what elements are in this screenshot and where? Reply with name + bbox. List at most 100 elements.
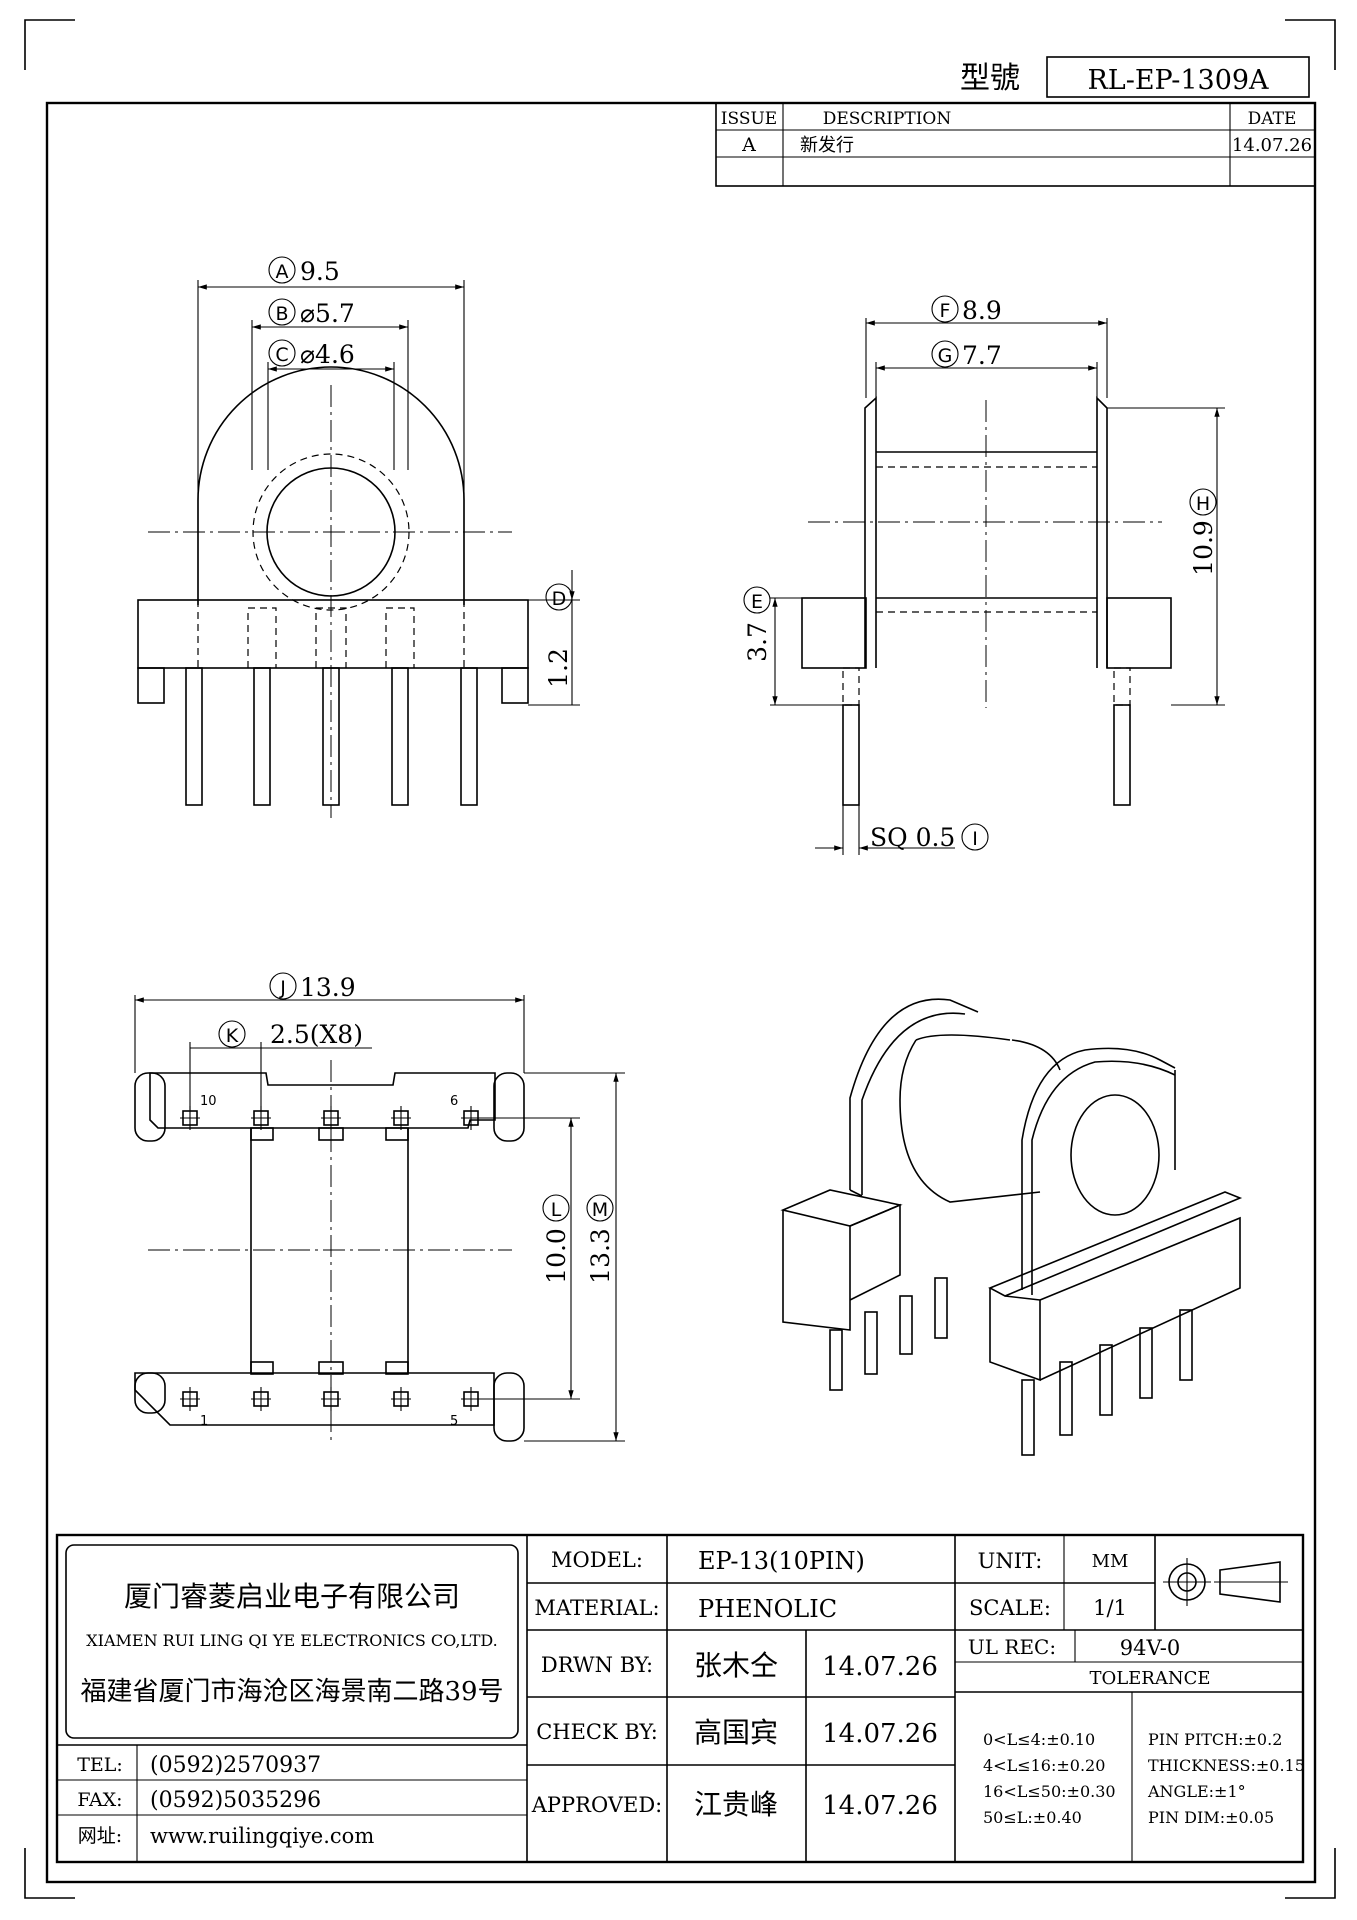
pin-label-6: 6 [450, 1094, 458, 1109]
iso-pins [829, 1277, 1193, 1456]
model-header: 型號 RL-EP-1309A [960, 56, 1310, 98]
svg-text:⌀5.7: ⌀5.7 [300, 299, 355, 328]
dim-e: E 3.7 [743, 586, 772, 662]
svg-text:3.7: 3.7 [743, 622, 772, 662]
dim-j: J 13.9 [269, 972, 356, 1002]
ul-label: UL REC: [968, 1635, 1056, 1659]
svg-text:7.7: 7.7 [962, 341, 1002, 370]
company-address: 福建省厦门市海沧区海景南二路39号 [80, 1677, 503, 1707]
rev-issue: A [741, 134, 756, 156]
sheet-frame [24, 19, 1336, 1899]
svg-text:G: G [938, 345, 953, 367]
pin-label-10: 10 [200, 1094, 217, 1109]
drawn-by-name: 张木仝 [694, 1649, 778, 1682]
svg-text:F: F [940, 300, 951, 322]
svg-text:H: H [1196, 493, 1210, 515]
rev-description-header: DESCRIPTION [823, 109, 952, 129]
web-value: www.ruilingqiye.com [150, 1824, 374, 1848]
svg-text:10.0: 10.0 [542, 1228, 571, 1284]
approved-date: 14.07.26 [822, 1791, 938, 1821]
model-field-value: EP-13(10PIN) [698, 1547, 865, 1575]
ul-value: 94V-0 [1120, 1636, 1180, 1660]
dim-a: A 9.5 [268, 256, 340, 286]
model-number: RL-EP-1309A [1087, 65, 1269, 96]
svg-text:8.9: 8.9 [962, 296, 1002, 325]
tel-label: TEL: [77, 1754, 123, 1776]
check-by-label: CHECK BY: [536, 1720, 658, 1744]
front-pins [185, 667, 478, 806]
bottom-view: 10 6 1 5 J 13.9 K 2.5(X8) L 10.0 [134, 972, 625, 1442]
svg-text:10.9: 10.9 [1189, 520, 1218, 576]
svg-text:J: J [279, 977, 286, 999]
svg-text:SQ 0.5: SQ 0.5 [870, 823, 955, 852]
tolerance-list-2: PIN PITCH:±0.2 THICKNESS:±0.15 ANGLE:±1°… [1147, 1730, 1305, 1827]
projection-symbol-icon [1163, 1558, 1288, 1606]
svg-text:L: L [551, 1199, 562, 1221]
isometric-view [780, 998, 1243, 1456]
svg-text:13.3: 13.3 [586, 1228, 615, 1284]
check-date: 14.07.26 [822, 1719, 938, 1749]
model-label: 型號 [960, 61, 1020, 96]
svg-text:C: C [275, 344, 288, 366]
rev-description: 新发行 [800, 135, 854, 156]
svg-text:A: A [276, 261, 289, 283]
dim-m: M 13.3 [586, 1194, 615, 1284]
svg-text:THICKNESS:±0.15: THICKNESS:±0.15 [1148, 1756, 1305, 1775]
check-by-name: 高国宾 [694, 1716, 778, 1749]
fax-value: (0592)5035296 [150, 1788, 321, 1813]
pin-label-1: 1 [200, 1414, 208, 1429]
web-label: 网址: [78, 1825, 122, 1847]
drawn-date: 14.07.26 [822, 1652, 938, 1682]
dim-d: D 1.2 [544, 583, 573, 688]
bottom-pins-top [180, 1106, 481, 1130]
rev-issue-header: ISSUE [721, 109, 777, 129]
svg-text:B: B [275, 303, 288, 325]
dim-i: SQ 0.5 I [870, 823, 989, 852]
svg-text:0<L≤4:±0.10: 0<L≤4:±0.10 [983, 1730, 1095, 1749]
svg-text:9.5: 9.5 [300, 257, 340, 286]
tolerance-list: 0<L≤4:±0.10 4<L≤16:±0.20 16<L≤50:±0.30 5… [983, 1730, 1116, 1827]
svg-text:13.9: 13.9 [300, 973, 356, 1002]
svg-text:K: K [226, 1025, 239, 1047]
unit-value: MM [1092, 1551, 1129, 1572]
pin-label-5: 5 [450, 1414, 458, 1429]
side-view: F 8.9 G 7.7 H 10.9 E 3.7 SQ 0.5 I [743, 295, 1225, 855]
approved-label: APPROVED: [531, 1793, 663, 1817]
dim-f: F 8.9 [931, 295, 1002, 325]
scale-label: SCALE: [969, 1596, 1051, 1620]
drawn-by-label: DRWN BY: [541, 1653, 653, 1677]
dim-l: L 10.0 [542, 1194, 571, 1284]
material-label: MATERIAL: [534, 1596, 659, 1620]
fax-label: FAX: [77, 1789, 122, 1811]
svg-text:16<L≤50:±0.30: 16<L≤50:±0.30 [983, 1782, 1116, 1801]
svg-text:M: M [592, 1199, 608, 1221]
svg-text:50≤L:±0.40: 50≤L:±0.40 [983, 1808, 1082, 1827]
svg-text:2.5(X8): 2.5(X8) [270, 1020, 363, 1049]
svg-text:1.2: 1.2 [544, 648, 573, 688]
dim-k: K 2.5(X8) [218, 1020, 363, 1049]
model-field-label: MODEL: [551, 1548, 643, 1572]
scale-value: 1/1 [1093, 1596, 1127, 1620]
rev-date: 14.07.26 [1232, 135, 1312, 156]
bottom-pins-bottom [180, 1387, 481, 1411]
dim-g: G 7.7 [931, 340, 1002, 370]
material-value: PHENOLIC [698, 1595, 837, 1623]
svg-text:PIN PITCH:±0.2: PIN PITCH:±0.2 [1148, 1730, 1282, 1749]
dim-h: H 10.9 [1189, 488, 1218, 576]
dim-c: C ⌀4.6 [268, 339, 355, 369]
svg-text:⌀4.6: ⌀4.6 [300, 340, 355, 369]
company-name-cn: 厦门睿菱启业电子有限公司 [124, 1580, 460, 1613]
svg-text:4<L≤16:±0.20: 4<L≤16:±0.20 [983, 1756, 1105, 1775]
svg-text:D: D [552, 588, 567, 610]
unit-label: UNIT: [978, 1549, 1043, 1573]
approved-name: 江贵峰 [694, 1788, 778, 1821]
front-view: A 9.5 B ⌀5.7 C ⌀4.6 D 1.2 [137, 256, 580, 818]
tolerance-label: TOLERANCE [1089, 1668, 1210, 1689]
rev-date-header: DATE [1248, 109, 1297, 129]
svg-text:E: E [751, 591, 763, 613]
title-block: 厦门睿菱启业电子有限公司 XIAMEN RUI LING QI YE ELECT… [55, 1533, 1305, 1864]
svg-text:ANGLE:±1°: ANGLE:±1° [1147, 1782, 1246, 1801]
dim-b: B ⌀5.7 [268, 298, 355, 328]
svg-text:PIN DIM:±0.05: PIN DIM:±0.05 [1148, 1808, 1274, 1827]
